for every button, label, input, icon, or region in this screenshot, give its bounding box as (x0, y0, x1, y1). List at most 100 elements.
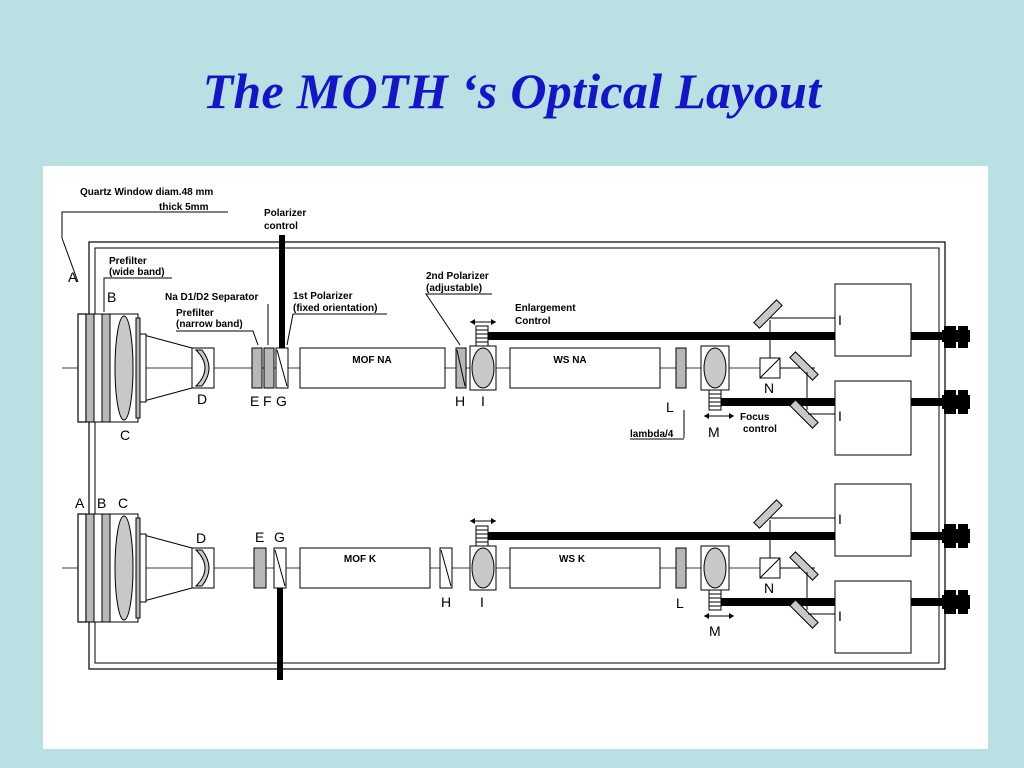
k-spacer (93, 513, 103, 623)
enlargement-control-label-2: Control (515, 316, 551, 327)
ws-na-label: WS NA (553, 355, 586, 366)
quartz-window-label-1: Quartz Window diam.48 mm (80, 187, 213, 198)
prefilter-wide-leader (103, 277, 172, 312)
quartz-window-leader (61, 211, 228, 283)
na-objective-lens-C (114, 315, 134, 421)
second-polarizer-leader (425, 293, 492, 346)
na-detector-upper-label: I (838, 312, 842, 328)
enlargement-control-label-1: Enlargement (515, 303, 576, 314)
na-focus-lens-M (703, 347, 727, 389)
na-second-polarizer-diagonal (456, 349, 466, 387)
label-H-bottom: H (441, 594, 451, 610)
k-tube-flange (139, 533, 147, 603)
label-I-bottom: I (480, 594, 484, 610)
k-enlargement-knob (475, 525, 489, 547)
k-focus-knob (708, 589, 722, 611)
na-separator-F (263, 347, 275, 389)
label-E-bottom: E (255, 529, 264, 545)
first-polarizer-label-2: (fixed orientation) (293, 303, 377, 314)
k-quartz-window-A (77, 513, 87, 623)
na-detector-lower-label: I (838, 408, 842, 424)
focus-control-label-2: control (743, 424, 777, 435)
k-connector-upper (942, 524, 970, 548)
na-polarizer-control-rod (279, 235, 285, 348)
k-tube (139, 533, 193, 603)
enclosure-outer (88, 241, 946, 670)
label-H-top: H (455, 393, 465, 409)
enclosure-inner (94, 247, 940, 664)
na-prefilter-narrow-housing (191, 347, 215, 389)
na-enlargement-drive-bar (488, 332, 946, 340)
k-detector-lower (834, 580, 912, 654)
na-enlargement-knob (475, 325, 489, 347)
label-E-top: E (250, 393, 259, 409)
label-C-bottom: C (118, 495, 128, 511)
k-prefilter-narrow-D (194, 549, 210, 587)
k-prefilter-narrow-housing (191, 547, 215, 589)
second-polarizer-label-1: 2nd Polarizer (426, 271, 489, 282)
na-first-polarizer-diagonal (276, 349, 288, 387)
k-enlargement-lens-I (471, 547, 495, 589)
k-fold-mirror-right (789, 551, 819, 581)
na-detector-lower (834, 380, 912, 456)
label-B-top: B (107, 289, 116, 305)
k-objective-lens-C (114, 515, 134, 621)
na-tube-flange (139, 333, 147, 403)
label-L-bottom: L (676, 595, 684, 611)
prefilter-wide-label-2: (wide band) (109, 267, 165, 278)
label-A-bottom: A (75, 495, 85, 511)
ws-k-label: WS K (559, 554, 586, 565)
label-D-bottom: D (196, 530, 206, 546)
na-connector-lower (942, 390, 970, 414)
prefilter-narrow-label-1: Prefilter (176, 308, 214, 319)
k-focus-lens-M (703, 547, 727, 589)
label-G-top: G (276, 393, 287, 409)
k-filter-E (253, 547, 267, 589)
na-enlargement-lens-I (471, 347, 495, 389)
na-prefilter-narrow-D (194, 349, 210, 387)
na-quartz-window-A (77, 313, 87, 423)
optical-layout-diagram: MOF NA WS NA (43, 166, 988, 749)
first-polarizer-leader (286, 313, 387, 346)
mof-k-box (299, 547, 431, 589)
k-lambda-plate-L (675, 547, 687, 589)
quartz-window-label-2: thick 5mm (159, 202, 209, 213)
prefilter-wide-label-1: Prefilter (109, 256, 147, 267)
lambda-label: lambda/4 (630, 429, 674, 440)
k-fold-mirror-upper (753, 499, 783, 529)
label-N-bottom: N (764, 580, 774, 596)
k-connector-lower (942, 590, 970, 614)
ws-na-box (509, 347, 661, 389)
mof-k-label: MOF K (344, 554, 377, 565)
slide-title: The MOTH ‘s Optical Layout (202, 63, 822, 119)
k-first-polarizer-diagonal (274, 549, 286, 587)
na-channel: MOF NA WS NA (62, 235, 970, 456)
label-M-bottom: M (709, 623, 721, 639)
mof-na-box (299, 347, 446, 389)
label-M-top: M (708, 424, 720, 440)
prefilter-narrow-label-2: (narrow band) (176, 319, 243, 330)
second-polarizer-label-2: (adjustable) (426, 283, 482, 294)
na-focus-knob (708, 389, 722, 411)
polarizer-control-label-1: Polarizer (264, 208, 306, 219)
label-I-top: I (481, 393, 485, 409)
k-detector-upper-label: I (838, 511, 842, 527)
k-lens-retainer (135, 517, 141, 619)
na-spacer (93, 313, 103, 423)
na-fold-mirror-right (789, 351, 819, 381)
k-second-polarizer-diagonal (440, 549, 452, 587)
label-A-top: A (68, 269, 78, 285)
enclosure (88, 241, 946, 670)
na-connector-upper (942, 326, 970, 348)
k-focus-drive-bar (721, 598, 946, 606)
na-channel-labels: Quartz Window diam.48 mm thick 5mm Polar… (61, 187, 777, 443)
focus-control-label-1: Focus (740, 412, 770, 423)
optical-layout-svg: MOF NA WS NA (61, 187, 970, 680)
label-L-top: L (666, 399, 674, 415)
na-fold-mirror-lower (789, 399, 819, 429)
k-detector-lower-label: I (838, 608, 842, 624)
label-B-bottom: B (97, 495, 106, 511)
k-fold-mirror-lower (789, 599, 819, 629)
polarizer-control-label-2: control (264, 221, 298, 232)
na-separator-label: Na D1/D2 Separator (165, 292, 258, 303)
